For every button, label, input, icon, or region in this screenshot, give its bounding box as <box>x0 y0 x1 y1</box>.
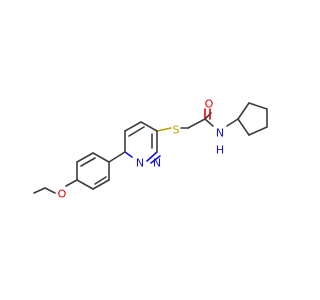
pyridazine-ring <box>124 121 161 164</box>
cyclopentyl-ring <box>237 102 268 136</box>
atom-n-ring-2: N <box>153 157 161 170</box>
atom-o-carbonyl: O <box>205 98 214 111</box>
atom-h-amide: H <box>216 144 224 157</box>
atom-o-ether: O <box>58 188 67 201</box>
amide-group <box>187 108 214 129</box>
molecule-structure: O N H S N N O <box>33 98 268 201</box>
bond-n-cyclopentyl <box>226 118 239 127</box>
bond-pyridazine-phenyl <box>108 151 126 163</box>
atom-n-ring-1: N <box>136 157 144 170</box>
ethoxy-group <box>33 179 78 194</box>
bond-s-ring <box>156 127 172 132</box>
atom-s-thioether: S <box>173 124 180 137</box>
phenyl-ring <box>76 152 110 190</box>
atom-n-amide: N <box>216 127 224 140</box>
